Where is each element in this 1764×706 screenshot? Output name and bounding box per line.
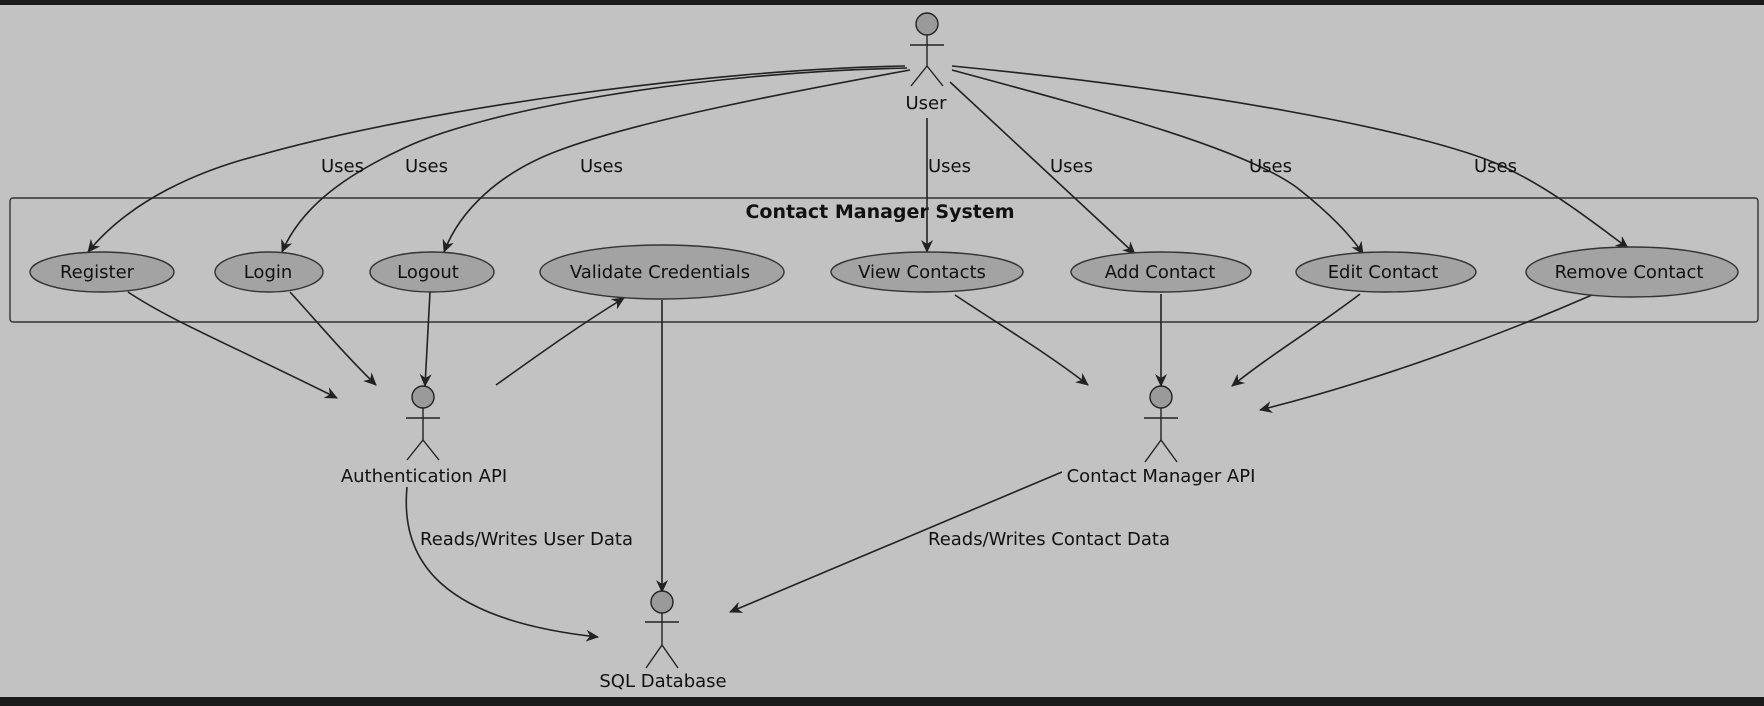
use-case-remove-label: Remove Contact <box>1555 262 1704 283</box>
use-case-validate-credentials: Validate Credentials <box>539 244 785 300</box>
api-edges <box>127 291 1593 642</box>
use-case-remove-contact: Remove Contact <box>1525 246 1739 298</box>
use-case-edit-contact: Edit Contact <box>1295 251 1477 293</box>
edge-user-login <box>281 67 908 253</box>
use-case-add-label: Add Contact <box>1105 262 1216 283</box>
top-frame-band <box>0 0 1764 5</box>
actor-db-figure <box>645 590 679 669</box>
actor-auth-label: Authentication API <box>341 466 507 487</box>
auth-db-label: Reads/Writes User Data <box>420 529 633 550</box>
actor-sql-database: SQL Database <box>599 590 727 692</box>
edge-user-edit <box>951 69 1364 255</box>
use-case-edit-label: Edit Contact <box>1328 262 1439 283</box>
edge-remove-contactapi <box>1259 294 1593 413</box>
edge-user-register <box>87 65 906 253</box>
edge-view-contactapi <box>954 294 1089 386</box>
actor-user: User <box>905 12 947 114</box>
edge-edit-contactapi <box>1231 293 1361 387</box>
use-case-logout-label: Logout <box>397 262 459 283</box>
uses-label-add: Uses <box>1050 156 1093 177</box>
edge-login-auth <box>289 291 377 386</box>
use-case-register-label: Register <box>60 262 135 283</box>
system-title: Contact Manager System <box>745 201 1014 223</box>
edge-auth-db <box>405 486 599 642</box>
edge-contactapi-db <box>729 471 1063 613</box>
actor-contact-label: Contact Manager API <box>1067 466 1256 487</box>
edge-logout-auth <box>419 291 432 387</box>
use-case-validate-label: Validate Credentials <box>570 262 750 283</box>
use-cases: Register Login Logout Validate Credentia… <box>29 244 1739 300</box>
use-case-view-label: View Contacts <box>858 262 986 283</box>
actor-user-label: User <box>905 93 947 114</box>
uses-label-register: Uses <box>321 156 364 177</box>
actor-db-label: SQL Database <box>599 671 726 692</box>
actor-auth-figure <box>406 385 440 461</box>
user-edges <box>87 65 1629 255</box>
actor-user-figure <box>910 12 944 87</box>
use-case-register: Register <box>29 251 175 293</box>
uses-label-logout: Uses <box>580 156 623 177</box>
contact-db-label: Reads/Writes Contact Data <box>928 529 1170 550</box>
use-case-login-label: Login <box>244 262 293 283</box>
uses-labels: Uses Uses Uses Uses Uses Uses Uses <box>321 156 1517 177</box>
edge-user-logout <box>442 69 911 253</box>
use-case-login: Login <box>214 251 324 293</box>
actor-contact-figure <box>1144 385 1178 463</box>
uses-label-login: Uses <box>405 156 448 177</box>
uses-label-remove: Uses <box>1474 156 1517 177</box>
uses-label-edit: Uses <box>1249 156 1292 177</box>
system-boundary: Contact Manager System <box>9 197 1759 323</box>
use-case-view-contacts: View Contacts <box>830 251 1024 293</box>
edge-register-auth <box>127 291 338 399</box>
use-case-add-contact: Add Contact <box>1070 251 1252 293</box>
actor-contact-manager-api: Contact Manager API <box>1067 385 1256 487</box>
edge-auth-validate <box>495 297 625 386</box>
edge-user-add <box>949 81 1136 255</box>
actor-authentication-api: Authentication API <box>341 385 507 487</box>
bottom-frame-band <box>0 697 1764 706</box>
edge-user-remove <box>951 65 1629 249</box>
use-case-logout: Logout <box>369 251 495 293</box>
uses-label-view: Uses <box>928 156 971 177</box>
